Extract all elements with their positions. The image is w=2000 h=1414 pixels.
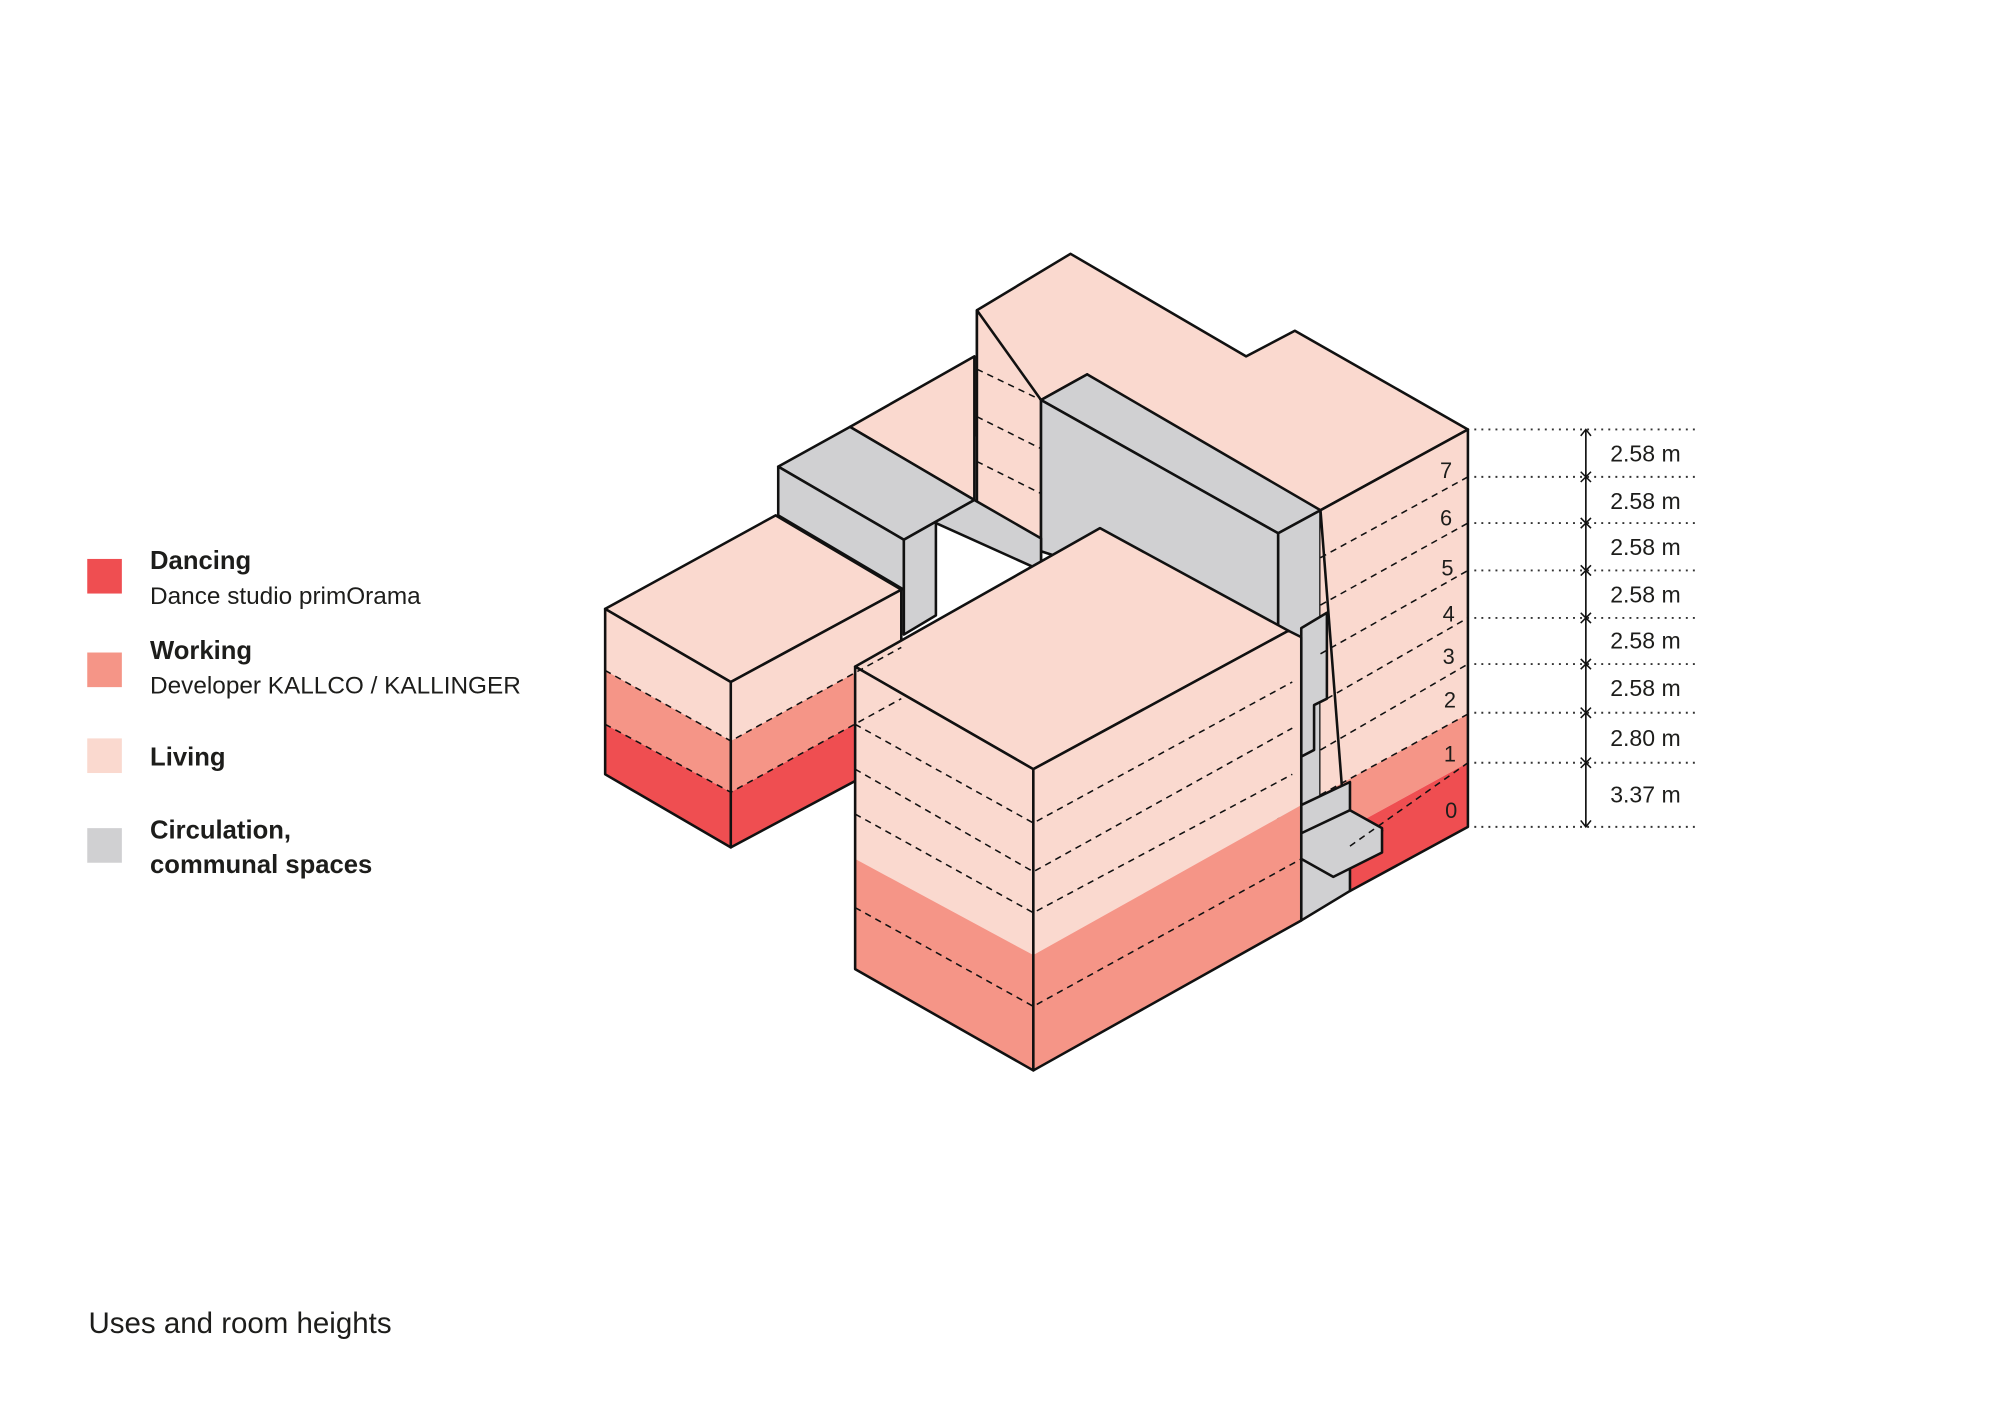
height-dimensions: 2.58 m 2.58 m 2.58 m 2.58 m 2.58 m 2.58 …	[1474, 428, 1699, 829]
legend-title-circulation: Circulation,	[150, 816, 291, 844]
legend-title-circulation-2: communal spaces	[150, 851, 372, 879]
legend-swatch-living	[87, 738, 122, 774]
caption: Uses and room heights	[89, 1307, 392, 1340]
legend-subtitle-working: Developer KALLCO / KALLINGER	[150, 673, 521, 700]
legend-subtitle-dancing: Dance studio primOrama	[150, 583, 421, 610]
legend-swatch-circulation	[87, 828, 122, 863]
height-label: 2.58 m	[1610, 675, 1681, 701]
floor-number: 6	[1440, 506, 1452, 531]
height-label: 2.58 m	[1610, 441, 1681, 467]
floor-number: 0	[1445, 798, 1457, 823]
height-label: 2.58 m	[1610, 488, 1681, 514]
height-label: 2.58 m	[1610, 582, 1681, 608]
floor-number: 3	[1443, 644, 1455, 669]
height-label: 2.58 m	[1610, 534, 1681, 560]
height-label: 2.80 m	[1610, 725, 1681, 751]
building	[603, 252, 1470, 1072]
legend-title-dancing: Dancing	[150, 547, 251, 575]
floor-number: 2	[1444, 688, 1456, 713]
legend-swatch-dancing	[87, 558, 122, 594]
legend-title-living: Living	[150, 743, 225, 771]
legend-title-working: Working	[150, 637, 252, 665]
floor-number: 4	[1443, 602, 1455, 627]
floor-number: 5	[1441, 556, 1453, 581]
height-label: 2.58 m	[1610, 628, 1681, 654]
floor-numbers: 7 6 5 4 3 2 1 0	[1440, 458, 1457, 823]
legend: Dancing Dance studio primOrama Working D…	[87, 547, 521, 879]
floor-number: 1	[1444, 741, 1456, 766]
legend-swatch-working	[87, 652, 122, 688]
floor-number: 7	[1440, 458, 1452, 483]
height-label: 3.37 m	[1610, 782, 1681, 808]
